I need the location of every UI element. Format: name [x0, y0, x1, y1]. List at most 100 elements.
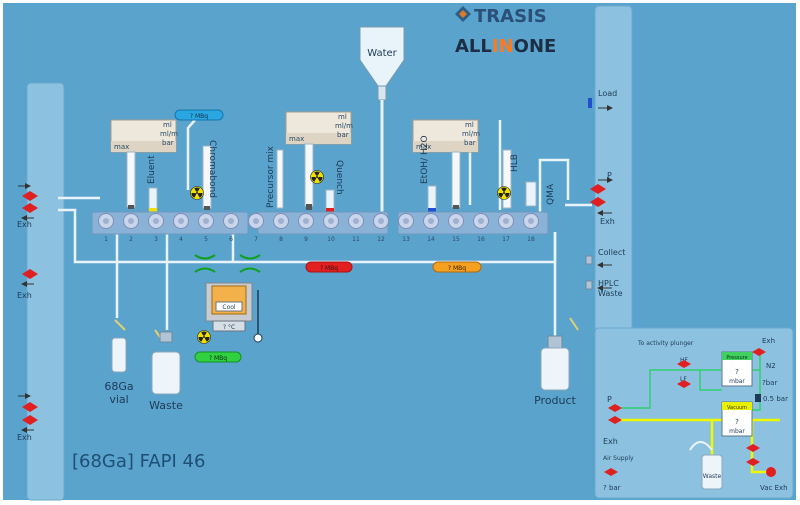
qma-cartridge[interactable]: [525, 181, 537, 207]
manifold-valve-6[interactable]: 6: [223, 213, 239, 244]
water-bag[interactable]: Water: [359, 26, 405, 101]
gas-lf: LF: [680, 376, 687, 383]
etoh-label: EtOH/ H2O: [420, 135, 430, 184]
manifold-valve-7[interactable]: 7: [248, 213, 264, 244]
manifold-valve-18[interactable]: 18: [523, 213, 539, 244]
waste-vial[interactable]: Waste: [149, 329, 183, 412]
valve-position-label: 18: [527, 236, 535, 243]
quench-vial[interactable]: [325, 189, 335, 211]
reactor[interactable]: Cool ? °C: [194, 254, 263, 343]
manifold-valve-5[interactable]: 5: [198, 213, 214, 244]
gas-valves[interactable]: [604, 348, 766, 476]
pump-2-unit-ml: ml: [338, 113, 347, 121]
gas-waste-label: Waste: [703, 473, 722, 480]
svg-text:? MBq: ? MBq: [448, 265, 466, 272]
pump-2-max: max: [289, 135, 304, 143]
left-port-arrows: [18, 183, 34, 433]
radiation-icon: [190, 186, 204, 200]
gas-p: P: [607, 395, 612, 404]
syringe-plungers: [128, 204, 459, 210]
product-vial[interactable]: Product: [534, 317, 579, 407]
svg-text:?: ?: [735, 418, 739, 426]
reactor-cool: Cool: [222, 304, 236, 311]
gas-air-supply: Air Supply: [603, 455, 634, 462]
eluent-label: Eluent: [147, 155, 157, 184]
valve-position-label: 12: [377, 236, 385, 243]
pump-1-unit-ml: ml: [163, 121, 172, 129]
svg-text:? MBq: ? MBq: [190, 113, 208, 120]
manifold-valve-13[interactable]: 13: [398, 213, 414, 244]
regulator-icon: [755, 394, 761, 402]
syringe-pump-1[interactable]: ml ml/m bar max: [110, 119, 178, 153]
gas-exh2: Exh: [603, 437, 618, 446]
valve-position-label: 6: [229, 236, 233, 243]
pump-1-max: max: [114, 143, 129, 151]
gas-exh: Exh: [762, 337, 775, 345]
manifold-valve-4[interactable]: 4: [173, 213, 189, 244]
right-port-valves[interactable]: [585, 98, 606, 290]
brand-name: TRASIS: [474, 6, 547, 27]
svg-text:? MBq: ? MBq: [209, 355, 227, 362]
product-name: ALLINONE: [455, 36, 556, 57]
svg-text:Pressure: Pressure: [726, 355, 747, 361]
syringe-pump-3[interactable]: ml ml/m bar max: [412, 119, 480, 153]
manifold-valve-8[interactable]: 8: [273, 213, 289, 244]
manifold-valve-10[interactable]: 10: [323, 213, 339, 244]
radiation-icon: [197, 330, 211, 344]
radiation-icon: [310, 170, 324, 184]
valve-position-label: 9: [304, 236, 308, 243]
pump-3-unit-bar: bar: [464, 139, 476, 147]
valve-position-label: 5: [204, 236, 208, 243]
product-vial-label: Product: [534, 394, 576, 407]
valve-position-label: 11: [352, 236, 360, 243]
syringe-pump-2[interactable]: ml ml/m bar max: [285, 111, 353, 145]
valve-position-label: 7: [254, 236, 258, 243]
pump-1-unit-mlm: ml/m: [160, 130, 178, 138]
manifold-valve-2[interactable]: 2: [123, 213, 139, 244]
manifold-valve-1[interactable]: 1: [98, 213, 114, 244]
quench-label: Quench: [334, 160, 344, 195]
pump-1-unit-bar: bar: [162, 139, 174, 147]
pressure-gauge: Pressure ? mbar: [721, 351, 753, 387]
valve-position-label: 13: [402, 236, 410, 243]
pump-3-unit-mlm: ml/m: [462, 130, 480, 138]
waste-vial-label: Waste: [149, 399, 183, 412]
valve-position-label: 15: [452, 236, 460, 243]
manifold-valve-17[interactable]: 17: [498, 213, 514, 244]
valve-position-label: 17: [502, 236, 510, 243]
manifold-valve-11[interactable]: 11: [348, 213, 364, 244]
manifold-valve-15[interactable]: 15: [448, 213, 464, 244]
qma-label: QMA: [546, 183, 556, 205]
left-gas-panel: [26, 82, 65, 501]
gas-waste-bottle[interactable]: Waste: [689, 441, 723, 490]
manifold-valve-3[interactable]: 3: [148, 213, 164, 244]
manifold-valve-16[interactable]: 16: [473, 213, 489, 244]
radiation-symbols: [190, 170, 511, 344]
eluent-vial[interactable]: [148, 187, 158, 211]
etoh-vial[interactable]: [427, 185, 437, 211]
water-label: Water: [367, 48, 397, 59]
gas-n2-bar: ?bar: [762, 379, 777, 387]
manifold-valve-12[interactable]: 12: [373, 213, 389, 244]
svg-text:? MBq: ? MBq: [320, 265, 338, 272]
radiation-icon: [497, 186, 511, 200]
manifold-valve-14[interactable]: 14: [423, 213, 439, 244]
pump-3-unit-ml: ml: [465, 121, 474, 129]
svg-text:mbar: mbar: [729, 378, 745, 385]
valve-position-label: 10: [327, 236, 335, 243]
svg-text:?: ?: [735, 368, 739, 376]
vacuum-pump-icon[interactable]: [766, 467, 776, 477]
port-collect: Collect: [598, 248, 625, 257]
activity-badge-reactor: ? MBq: [194, 351, 242, 363]
activity-badge-top: ? MBq: [174, 109, 224, 121]
manifold-valve-9[interactable]: 9: [298, 213, 314, 244]
port-exh: Exh: [600, 217, 615, 226]
gas-panel-title: To activity plunger: [637, 340, 694, 347]
left-port-valves[interactable]: [22, 191, 38, 425]
valve-position-label: 3: [154, 236, 158, 243]
gas-vac-exh: Vac Exh: [760, 484, 788, 492]
gas-air-bar: ? bar: [603, 484, 621, 492]
